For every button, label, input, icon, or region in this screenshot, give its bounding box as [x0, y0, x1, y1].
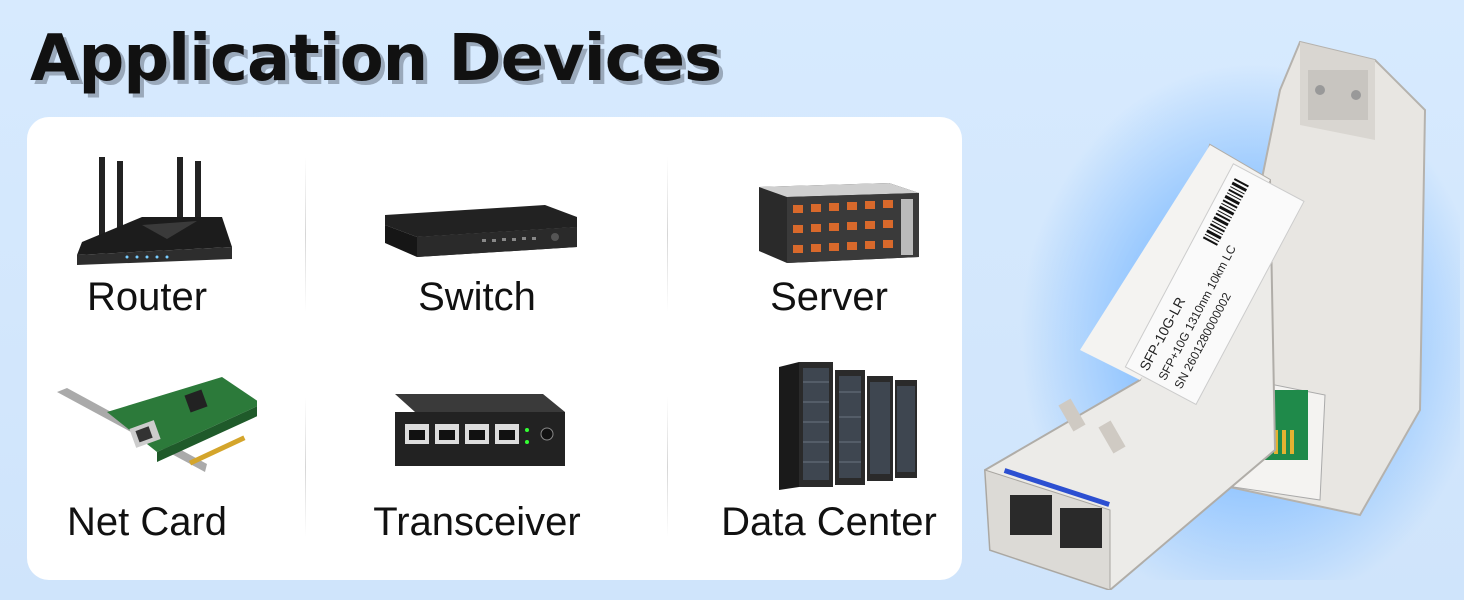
device-label: Server [770, 275, 888, 319]
router-icon [77, 157, 232, 265]
device-label: Switch [418, 275, 536, 319]
server-icon [759, 183, 919, 263]
device-data-center: Data Center [679, 362, 979, 552]
divider [305, 157, 306, 312]
sfp-module-front: SFP-10G-LR SFP+10G 1310nm 10km LC SN 260… [983, 143, 1305, 590]
devices-panel: Router Switch [27, 117, 962, 580]
device-label: Transceiver [373, 500, 581, 544]
sfp-module-image: SFP-10G-LR SFP+10G 1310nm 10km LC SN 260… [983, 40, 1427, 590]
device-label: Data Center [721, 500, 937, 544]
barcode-icon [1202, 178, 1249, 246]
device-switch: Switch [327, 147, 627, 327]
switch-icon [385, 205, 577, 257]
device-router: Router [0, 147, 297, 327]
divider [305, 397, 306, 537]
page-title: Application Devices [30, 22, 722, 96]
net-card-icon [57, 377, 257, 472]
device-transceiver: Transceiver [327, 372, 627, 552]
device-label: Net Card [66, 500, 228, 544]
divider [667, 157, 668, 312]
transceiver-icon [395, 394, 565, 466]
device-net-card: Net Card [0, 372, 297, 552]
device-server: Server [679, 147, 979, 327]
data-center-icon [779, 362, 917, 490]
device-label: Router [86, 275, 208, 319]
divider [667, 397, 668, 537]
